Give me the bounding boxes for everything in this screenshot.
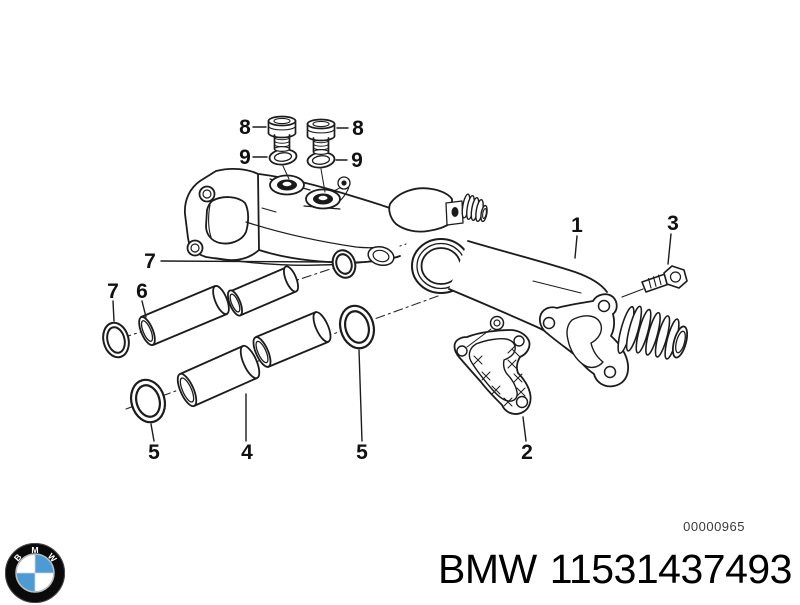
callout-9-left: 9	[239, 146, 251, 169]
screw-plug-left	[267, 115, 297, 153]
logo-blue-quadrant-tr	[35, 554, 54, 573]
o-ring-7-small	[331, 249, 357, 279]
callout-2: 2	[521, 441, 533, 464]
screw-plug-right	[306, 118, 336, 156]
logo-letter-b: B	[12, 552, 24, 563]
callout-leader-lines	[112, 126, 672, 442]
part-number-text: 11531437493	[549, 546, 793, 592]
o-ring-5-left	[129, 378, 167, 424]
o-ring-5-right	[338, 304, 376, 350]
pipe-flange	[538, 293, 629, 388]
small-hose-connector	[461, 193, 488, 223]
callout-5-right: 5	[356, 441, 368, 464]
upper-water-pipe-drawing	[184, 167, 488, 294]
main-water-pipe-drawing	[448, 240, 689, 388]
callout-9-right: 9	[351, 149, 363, 172]
callout-4: 4	[241, 441, 253, 464]
bolt-drawing	[621, 265, 688, 298]
brand-text: BMW	[438, 546, 537, 592]
bmw-logo: B M W	[4, 542, 66, 604]
gasket-drawing	[453, 329, 532, 415]
pipe-6-drawing	[138, 265, 299, 346]
o-ring-7-left	[102, 321, 130, 359]
gasket-hatching	[473, 344, 526, 407]
sealing-ring-9-left	[268, 148, 298, 166]
logo-blue-quadrant-bl	[16, 573, 35, 592]
callout-1: 1	[571, 214, 583, 237]
logo-letter-m: M	[31, 545, 38, 555]
hose-connector	[617, 305, 689, 360]
callout-3: 3	[667, 212, 679, 235]
callout-7-left: 7	[107, 280, 119, 303]
pipe-4-drawing	[176, 311, 332, 408]
sealing-ring-9-right	[306, 151, 336, 169]
callout-7-top: 7	[144, 250, 156, 273]
callout-8-left: 8	[239, 116, 251, 139]
drawing-number: 00000965	[683, 519, 745, 534]
callout-8-right: 8	[352, 117, 364, 140]
callout-5-left: 5	[148, 441, 160, 464]
part-number-line: BMW 11531437493	[438, 546, 793, 593]
callout-6: 6	[136, 280, 148, 303]
